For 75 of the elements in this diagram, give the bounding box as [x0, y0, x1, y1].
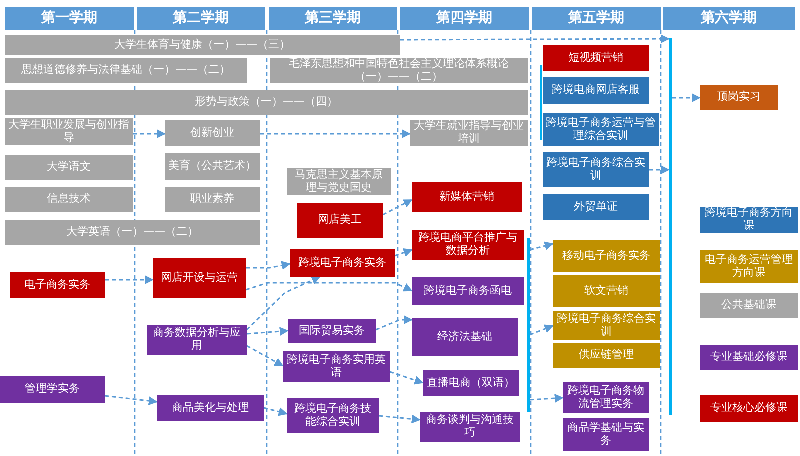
course-box: 跨境电商平台推广与数据分析: [412, 230, 524, 260]
course-box: 职业素养: [165, 187, 260, 212]
semester-header: 第五学期: [532, 7, 661, 30]
arrow: [376, 316, 413, 331]
course-box: 形势与政策（一）——（四）: [5, 90, 528, 115]
arrow: [394, 248, 413, 257]
course-box: 大学生体育与健康（一）——（三）: [5, 35, 400, 55]
course-box: 跨境电子商务综合实训: [553, 311, 660, 340]
course-box: 跨境电子商务实用英语: [283, 351, 390, 382]
course-box: 信息技术: [5, 187, 133, 212]
semester-header: 第六学期: [663, 7, 795, 30]
course-box: 跨境电子商务技能综合实训: [287, 398, 379, 433]
course-box: 供应链管理: [553, 343, 660, 368]
legend-item: 跨境电子商务方向课: [700, 207, 798, 233]
course-box: 直播电商（双语）: [423, 370, 519, 396]
course-box: 软文营销: [553, 275, 660, 307]
course-box: 顶岗实习: [700, 85, 778, 110]
course-box: 跨境电子商务运营与管理综合实训: [543, 113, 659, 146]
course-box: 经济法基础: [412, 318, 518, 356]
course-box: 毛泽东思想和中国特色社会主义理论体系概论（一）——（二）: [270, 58, 528, 83]
legend-item: 专业基础必修课: [700, 345, 798, 370]
course-box: 思想道德修养与法律基础（一）——（二）: [5, 58, 247, 83]
course-box: 网店开设与运营: [153, 258, 246, 298]
course-box: 短视频营销: [543, 45, 649, 71]
course-box: 外贸单证: [543, 194, 649, 220]
arrow: [246, 327, 289, 336]
course-box: 新媒体营销: [412, 182, 522, 212]
course-box: 电子商务实务: [10, 272, 105, 298]
course-box: 大学生就业指导与创业培训: [410, 120, 528, 146]
arrow: [530, 324, 554, 336]
arrow: [246, 282, 413, 292]
course-box: 大学生职业发展与创业指导: [5, 118, 133, 145]
course-box: 商品学基础与实务: [563, 418, 649, 451]
bracket-bar: [527, 238, 530, 412]
semester-header: 第一学期: [5, 7, 134, 30]
course-box: 大学英语（一）——（二）: [5, 220, 260, 245]
semester-header: 第二学期: [137, 7, 265, 30]
arrow: [246, 345, 284, 367]
arrow: [246, 261, 291, 270]
arrow: [378, 414, 421, 424]
course-box: 跨境电子商务物流管理实务: [563, 382, 649, 413]
course-box: 国际贸易实务: [288, 319, 376, 343]
arrow: [400, 34, 670, 44]
course-box: 商务谈判与沟通技巧: [420, 412, 520, 442]
semester-header: 第四学期: [400, 7, 529, 30]
arrow: [649, 166, 670, 174]
arrow: [264, 407, 288, 416]
course-box: 跨境电子商务综合实训: [543, 152, 649, 187]
course-box: 商务数据分析与应用: [147, 325, 247, 355]
arrow: [530, 242, 554, 251]
course-box: 跨境电子商务实务: [290, 249, 395, 277]
legend-item: 电子商务运营管理方向课: [700, 250, 798, 283]
course-box: 移动电子商务实务: [553, 240, 660, 272]
legend-item: 公共基础课: [700, 293, 798, 318]
course-box: 创新创业: [165, 120, 260, 146]
course-box: 美育（公共艺术）: [165, 153, 260, 180]
arrow: [133, 130, 166, 138]
arrow: [246, 276, 321, 331]
arrow: [105, 276, 154, 284]
arrow: [260, 130, 411, 138]
course-box: 大学语文: [5, 155, 133, 180]
semester-header: 第三学期: [269, 7, 397, 30]
course-box: 网店美工: [297, 203, 383, 238]
bracket-bar: [669, 38, 672, 415]
course-box: 跨境电商网店客服: [543, 77, 649, 104]
legend-item: 专业核心必修课: [700, 395, 798, 422]
course-box: 马克思主义基本原理与党史国史: [287, 168, 391, 195]
course-box: 管理学实务: [0, 376, 105, 403]
course-box: 商品美化与处理: [157, 395, 264, 421]
arrow: [390, 371, 424, 385]
arrow: [672, 94, 701, 102]
arrow: [530, 394, 564, 403]
course-box: 跨境电子商务函电: [412, 277, 524, 305]
arrow: [382, 199, 413, 216]
arrow: [104, 395, 158, 406]
